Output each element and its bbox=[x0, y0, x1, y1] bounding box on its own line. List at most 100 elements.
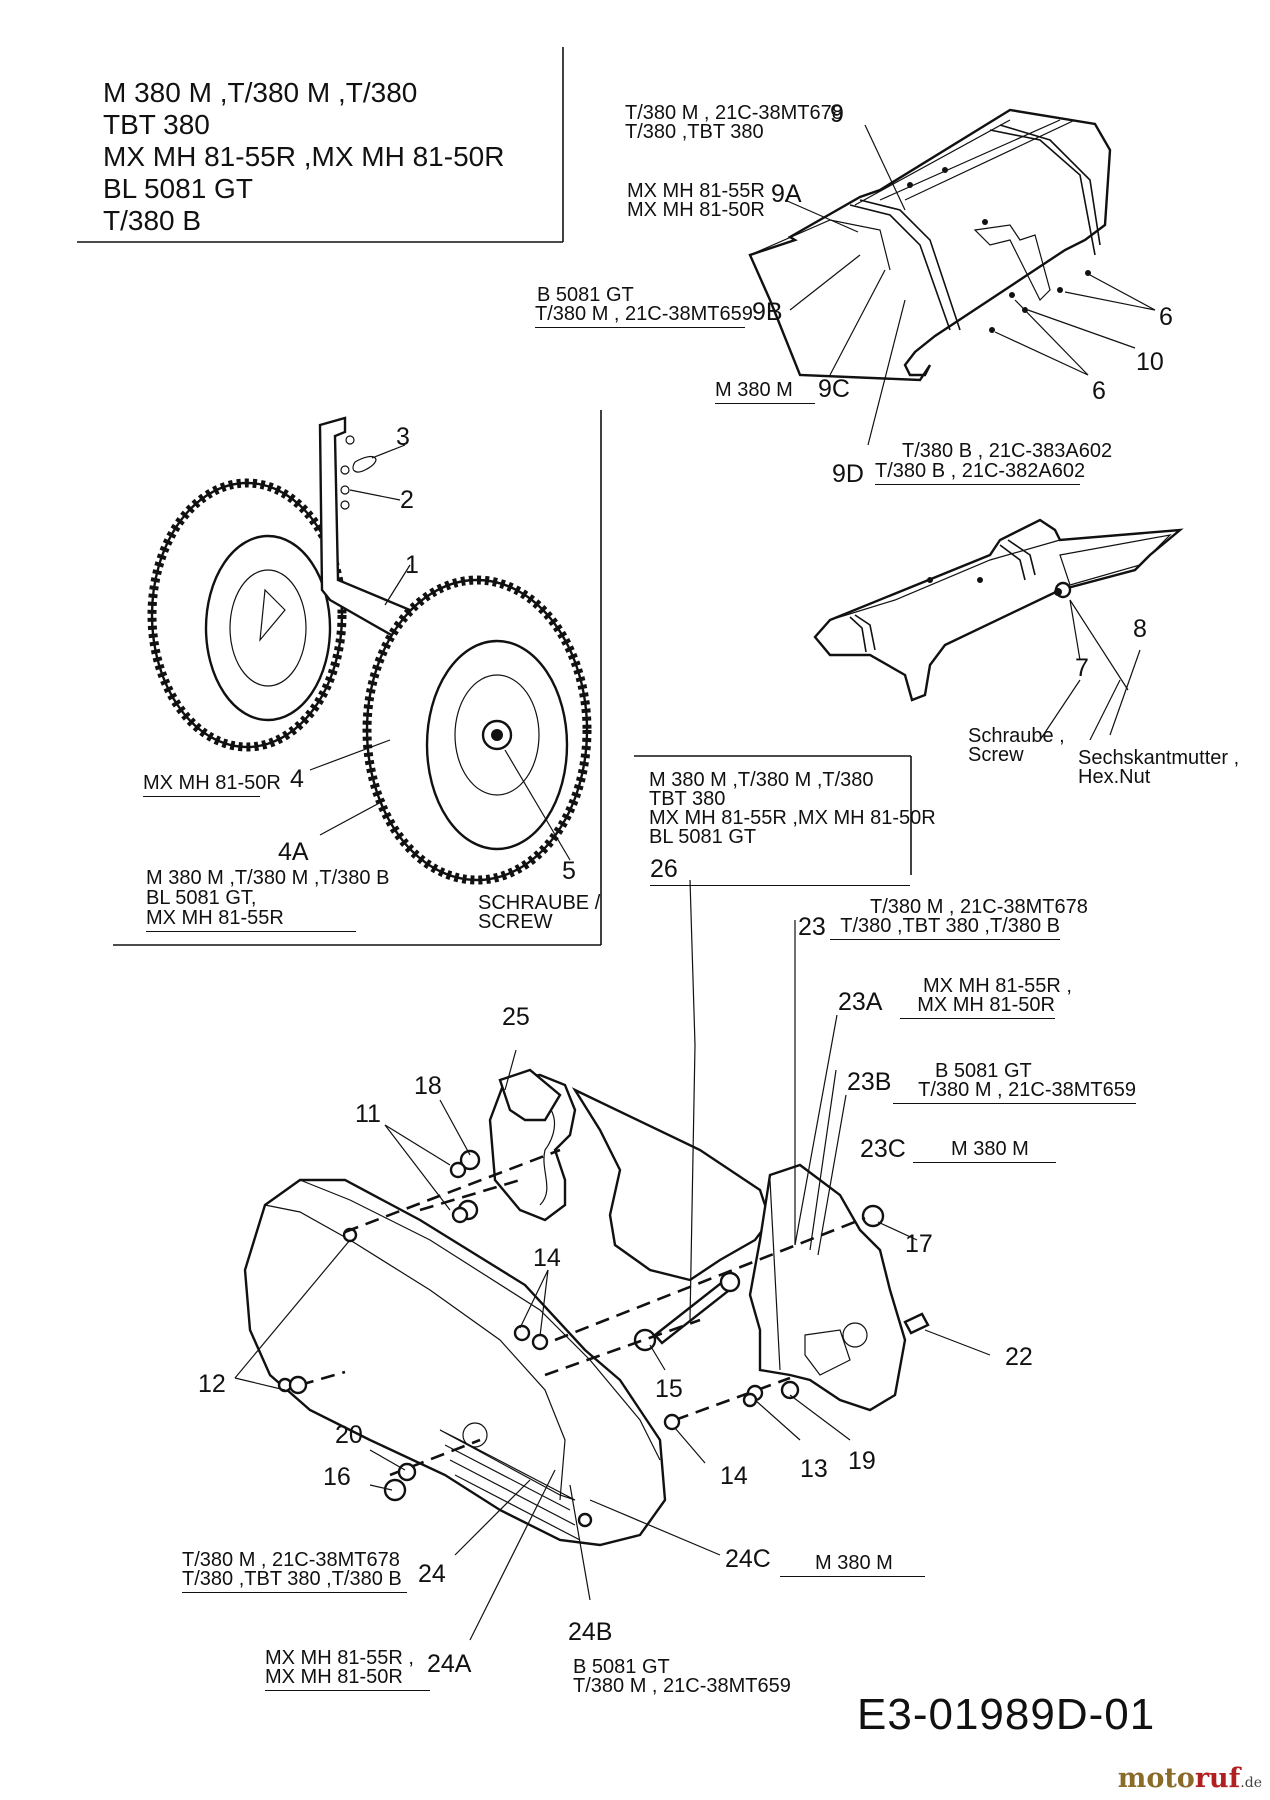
part-number-18: 18 bbox=[414, 1072, 442, 1100]
leader-12 bbox=[234, 1239, 351, 1379]
part-number-14-top: 14 bbox=[533, 1244, 561, 1272]
leader-18 bbox=[439, 1099, 471, 1156]
callout-23-line-2: T/380 ,TBT 380 ,T/380 B bbox=[830, 915, 1060, 940]
part-number-2: 2 bbox=[400, 486, 414, 514]
part-number-7: 7 bbox=[1075, 654, 1089, 682]
callout-9a-line-1: MX MH 81-55R bbox=[627, 180, 765, 202]
part-number-24c: 24C bbox=[725, 1545, 771, 1573]
callout-26-line-3: MX MH 81-55R ,MX MH 81-50R bbox=[649, 807, 936, 829]
leader-22 bbox=[924, 1329, 991, 1356]
callout-24b-line-1: B 5081 GT bbox=[573, 1656, 670, 1678]
callout-4: MX MH 81-50R bbox=[143, 772, 281, 797]
leader-10 bbox=[1027, 309, 1136, 349]
part-number-6-bottom: 6 bbox=[1092, 377, 1106, 405]
part-number-11: 11 bbox=[355, 1100, 381, 1128]
leader-12 bbox=[234, 1377, 286, 1391]
part-number-4a: 4A bbox=[278, 838, 309, 866]
header-model-line-1: M 380 M ,T/380 M ,T/380 bbox=[103, 77, 418, 108]
leader-24c bbox=[589, 1499, 721, 1556]
part-number-24b: 24B bbox=[568, 1618, 613, 1646]
leader-26 bbox=[689, 879, 696, 1046]
leader-6b bbox=[994, 331, 1089, 376]
callout-24c: M 380 M bbox=[780, 1552, 925, 1577]
assembly-line bbox=[419, 1178, 521, 1212]
leader-23b bbox=[809, 1069, 837, 1251]
callout-24-line-2: T/380 ,TBT 380 ,T/380 B bbox=[182, 1568, 407, 1593]
leader-6a bbox=[1064, 291, 1156, 311]
callout-9a-line-2: MX MH 81-50R bbox=[627, 199, 765, 221]
callout-5-line-1: SCHRAUBE / bbox=[478, 892, 601, 914]
leader-6b bbox=[1014, 299, 1089, 376]
header-model-line-4: BL 5081 GT bbox=[103, 173, 253, 204]
leader-24 bbox=[454, 1479, 531, 1556]
leader-16 bbox=[369, 1484, 393, 1491]
header-model-line-5: T/380 B bbox=[103, 205, 202, 236]
diagram-code: E3-01989D-01 bbox=[857, 1690, 1156, 1739]
callout-4a-line-3: MX MH 81-55R bbox=[146, 907, 356, 932]
leader-5 bbox=[504, 749, 571, 861]
part-number-3: 3 bbox=[396, 423, 410, 451]
part-number-1: 1 bbox=[405, 551, 419, 579]
callout-4a-line-2: BL 5081 GT, bbox=[146, 887, 257, 909]
leader-26b bbox=[689, 1044, 696, 1321]
part-number-15: 15 bbox=[655, 1375, 683, 1403]
part-number-9c: 9C bbox=[818, 375, 850, 403]
belt-cover-assembly bbox=[243, 1068, 930, 1547]
assembly-line bbox=[389, 1438, 481, 1477]
leader-9d bbox=[867, 299, 906, 446]
leader-23c bbox=[817, 1094, 847, 1256]
leader-9a bbox=[784, 199, 859, 233]
side-shield bbox=[813, 518, 1184, 702]
leader-4a bbox=[319, 799, 386, 836]
leader-2 bbox=[349, 489, 401, 501]
part-number-6-top: 6 bbox=[1159, 303, 1173, 331]
callout-8-line-1: Sechskantmutter , bbox=[1078, 747, 1240, 769]
part-number-8: 8 bbox=[1133, 615, 1147, 643]
leader-9c bbox=[829, 269, 886, 376]
callout-24-line-1: T/380 M , 21C-38MT678 bbox=[182, 1549, 400, 1571]
callout-26-line-4: BL 5081 GT bbox=[649, 826, 757, 848]
part-number-9d: 9D bbox=[832, 460, 864, 488]
part-number-20: 20 bbox=[335, 1421, 363, 1449]
callout-8-line-2: Hex.Nut bbox=[1078, 766, 1151, 788]
callout-9d-line-2: T/380 B , 21C-382A602 bbox=[875, 460, 1085, 485]
callout-26-line-2: TBT 380 bbox=[649, 788, 726, 810]
callout-24a-line-2: MX MH 81-50R bbox=[265, 1666, 430, 1691]
assembly-line bbox=[674, 1376, 791, 1422]
leader-8-part bbox=[1069, 599, 1129, 691]
callout-23c: M 380 M bbox=[913, 1138, 1056, 1163]
leader-1 bbox=[384, 564, 411, 606]
callout-9-line-2: T/380 ,TBT 380 bbox=[625, 121, 764, 143]
part-number-23: 23 bbox=[798, 913, 826, 941]
leader-14a bbox=[539, 1269, 549, 1337]
part-number-9b: 9B bbox=[752, 298, 783, 326]
part-number-24a: 24A bbox=[427, 1650, 472, 1678]
callout-9-line-1: T/380 M , 21C-38MT678 bbox=[625, 102, 843, 124]
leader-9 bbox=[864, 124, 906, 211]
part-number-24: 24 bbox=[418, 1560, 446, 1588]
part-number-16: 16 bbox=[323, 1463, 351, 1491]
part-number-9a: 9A bbox=[771, 180, 802, 208]
assembly-line bbox=[554, 1216, 866, 1342]
leader-7 bbox=[1039, 679, 1081, 741]
callout-9b-line-1: B 5081 GT bbox=[537, 284, 634, 306]
part-number-25: 25 bbox=[502, 1003, 530, 1031]
callout-5-line-2: SCREW bbox=[478, 911, 553, 933]
leader-9b bbox=[789, 254, 861, 311]
fasteners bbox=[288, 1149, 800, 1502]
leader-14a bbox=[519, 1269, 549, 1329]
tine-cover bbox=[748, 108, 1112, 382]
leader-8 bbox=[1089, 679, 1121, 741]
callout-9c: M 380 M bbox=[715, 379, 815, 404]
leader-17 bbox=[877, 1221, 918, 1241]
callout-23a-line-2: MX MH 81-50R bbox=[900, 994, 1055, 1019]
part-number-12: 12 bbox=[198, 1370, 226, 1398]
callout-9b-line-2: T/380 M , 21C-38MT659 bbox=[535, 303, 753, 328]
callout-23a-line-1: MX MH 81-55R , bbox=[923, 975, 1072, 997]
motoruf-logo: motoruf.de bbox=[1117, 1763, 1262, 1794]
callout-24b-line-2: T/380 M , 21C-38MT659 bbox=[573, 1675, 791, 1697]
leader-11 bbox=[384, 1124, 451, 1211]
callout-23-line-1: T/380 M , 21C-38MT678 bbox=[870, 896, 1088, 918]
callout-23b-line-1: B 5081 GT bbox=[935, 1060, 1032, 1082]
